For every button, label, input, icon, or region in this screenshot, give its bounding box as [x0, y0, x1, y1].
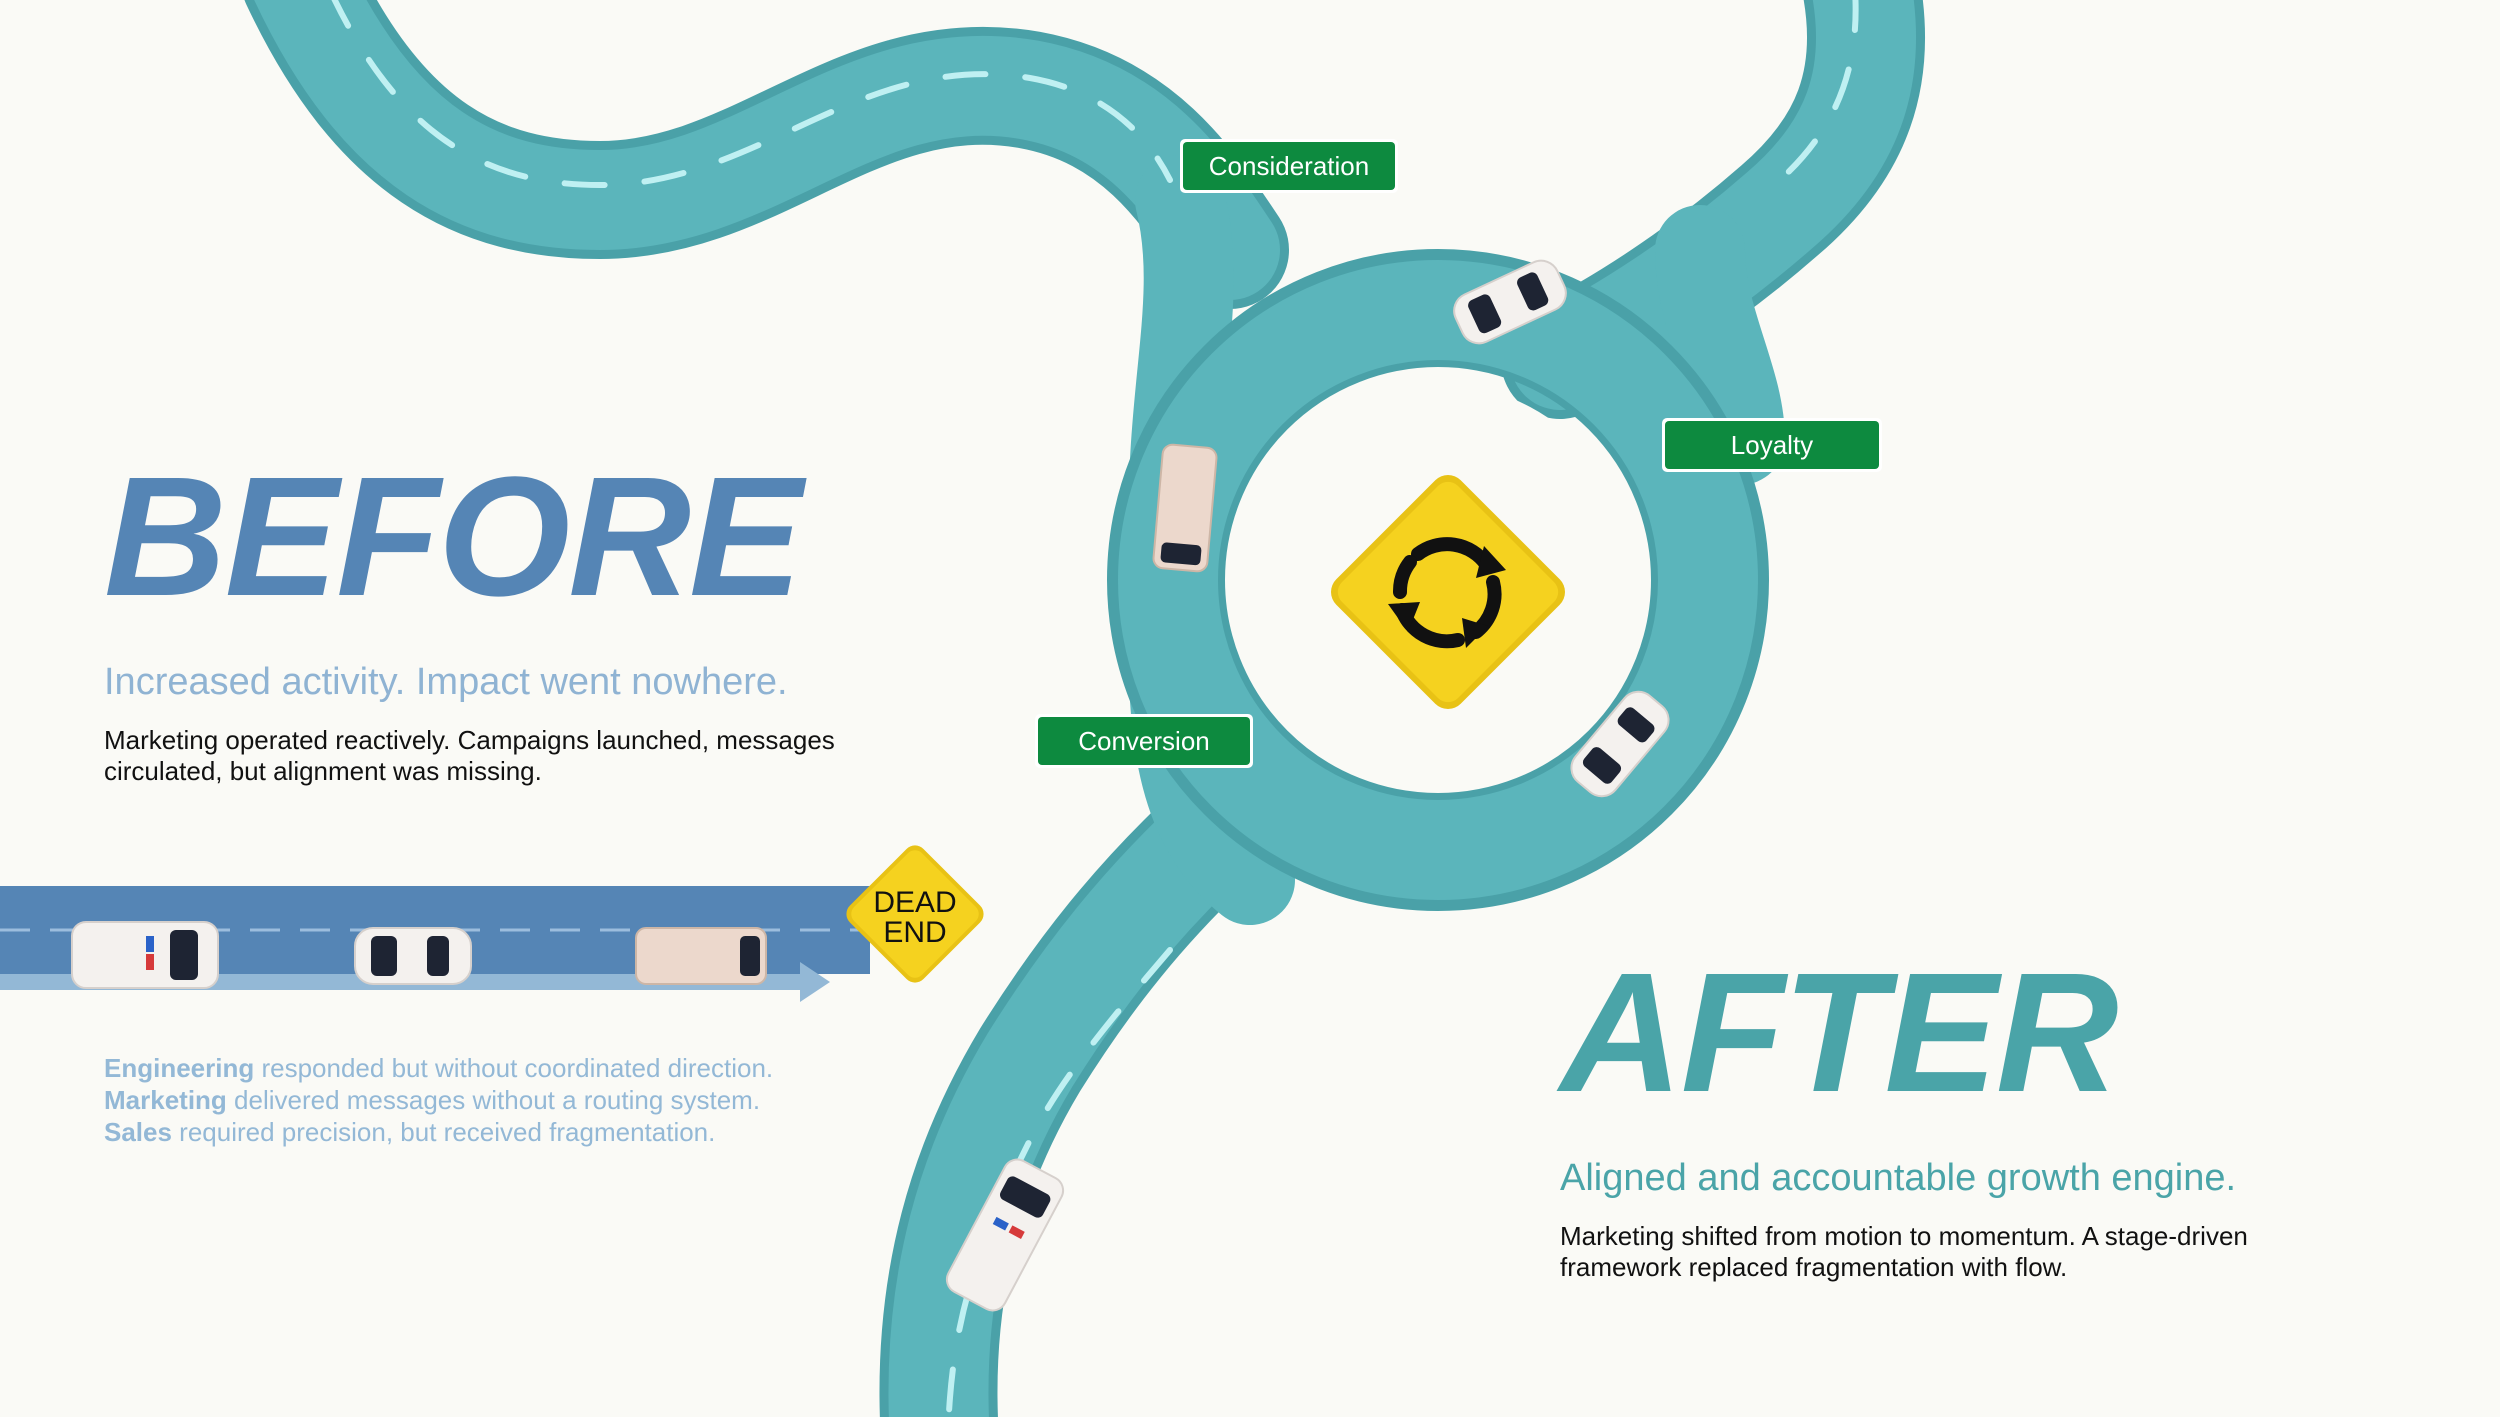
team-text: delivered messages without a routing sys… [226, 1085, 761, 1115]
dead-end-sign-line2: END [883, 916, 946, 949]
sedan-right-car-icon [1570, 690, 1670, 798]
van-roundabout-car-icon [1152, 443, 1218, 573]
team-name: Sales [104, 1117, 172, 1147]
lane-dashes-top-left [331, 0, 1173, 188]
team-name: Engineering [104, 1053, 255, 1083]
lane-dashes-top-right [1777, 0, 1859, 183]
sign-conversion: Conversion [1035, 714, 1253, 768]
dead-end-sign-line1: DEAD [873, 886, 956, 919]
sign-loyalty: Loyalty [1662, 418, 1882, 472]
sign-consideration: Consideration [1180, 139, 1398, 193]
sedan-top-car-icon [1453, 259, 1567, 345]
after-body: Marketing shifted from motion to momentu… [1560, 1221, 2248, 1282]
sign-loyalty-label: Loyalty [1731, 430, 1813, 460]
ambulance-car-icon [71, 921, 219, 989]
lane-dashes-bottom [945, 947, 1173, 1417]
team-text: required precision, but received fragmen… [171, 1117, 716, 1147]
team-name: Marketing [104, 1085, 227, 1115]
team-item-sales: Sales required precision, but received f… [104, 1116, 1004, 1148]
road-connector-right [1655, 205, 1785, 485]
road-top-left [254, 0, 1280, 300]
before-title: BEFORE [104, 442, 802, 632]
dead-end-sign: DEAD END [846, 845, 984, 983]
before-body: Marketing operated reactively. Campaigns… [104, 725, 835, 786]
roundabout-ring [1118, 260, 1758, 900]
before-subtitle: Increased activity. Impact went nowhere. [104, 661, 788, 703]
road-bottom [888, 770, 1280, 1417]
team-item-engineering: Engineering responded but without coordi… [104, 1052, 1004, 1084]
after-subtitle: Aligned and accountable growth engine. [1560, 1157, 2237, 1199]
sedan-car-icon [354, 927, 472, 985]
sign-consideration-label: Consideration [1209, 151, 1369, 181]
roundabout-sign [1331, 475, 1565, 709]
team-item-marketing: Marketing delivered messages without a r… [104, 1084, 1004, 1116]
ambulance-bottom-car-icon [945, 1158, 1065, 1312]
after-title: AFTER [1560, 938, 2119, 1128]
teal-road-network [244, 0, 1925, 1417]
van-car-icon [635, 927, 767, 985]
sign-conversion-label: Conversion [1078, 726, 1210, 756]
team-text: responded but without coordinated direct… [254, 1053, 774, 1083]
team-list: Engineering responded but without coordi… [104, 1052, 1004, 1148]
